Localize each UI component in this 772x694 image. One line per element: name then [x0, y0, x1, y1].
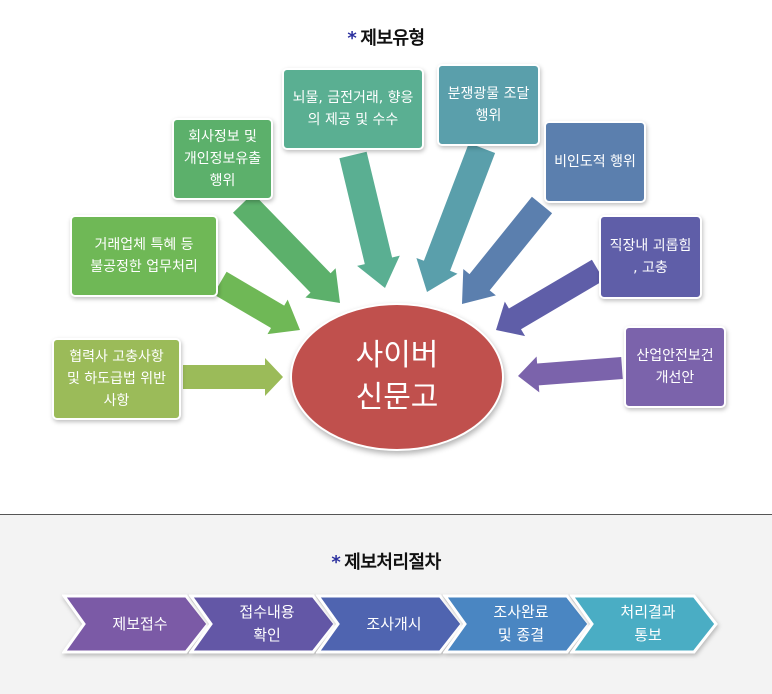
- cyber-sinmungo-ellipse: 사이버 신문고: [290, 303, 504, 451]
- type-box-inhumane-acts: 비인도적 행위: [544, 121, 646, 203]
- asterisk-icon: *: [347, 28, 357, 49]
- arrow-inhumane: [462, 196, 553, 304]
- arrow-partner: [183, 358, 283, 396]
- process-step-5: 처리결과 통보: [570, 594, 718, 654]
- arrow-bribery: [339, 151, 400, 288]
- arrow-safety: [518, 356, 623, 393]
- arrow-harassment: [496, 259, 605, 337]
- chevron-shape: [443, 594, 591, 654]
- arrows-layer: [183, 143, 623, 396]
- process-step-1: 제보접수: [62, 594, 210, 654]
- type-box-unfair-business: 거래업체 특혜 등 불공정한 업무처리: [70, 215, 218, 297]
- arrow-info-leak: [233, 193, 340, 303]
- asterisk-icon: *: [331, 552, 341, 573]
- chevron-shape: [316, 594, 464, 654]
- type-box-workplace-harassment: 직장내 괴롭힘 , 고충: [599, 215, 702, 299]
- arrow-unfair: [213, 271, 300, 335]
- type-box-info-leak: 회사정보 및 개인정보유출 행위: [172, 118, 273, 200]
- process-step-2: 접수내용 확인: [189, 594, 337, 654]
- chevron-shape: [570, 594, 718, 654]
- process-step-3: 조사개시: [316, 594, 464, 654]
- chevron-shape: [62, 594, 210, 654]
- type-box-conflict-minerals: 분쟁광물 조달 행위: [437, 64, 540, 146]
- type-box-safety-health: 산업안전보건 개선안: [624, 326, 726, 408]
- type-box-partner-grievance: 협력사 고충사항 및 하도급법 위반 사항: [52, 338, 181, 420]
- chevron-shape: [189, 594, 337, 654]
- process-step-4: 조사완료 및 종결: [443, 594, 591, 654]
- report-types-title: *제보유형: [347, 28, 425, 49]
- type-box-bribery: 뇌물, 금전거래, 향응 의 제공 및 수수: [282, 68, 424, 150]
- arrow-minerals: [416, 143, 496, 292]
- process-title: *제보처리절차: [331, 552, 441, 573]
